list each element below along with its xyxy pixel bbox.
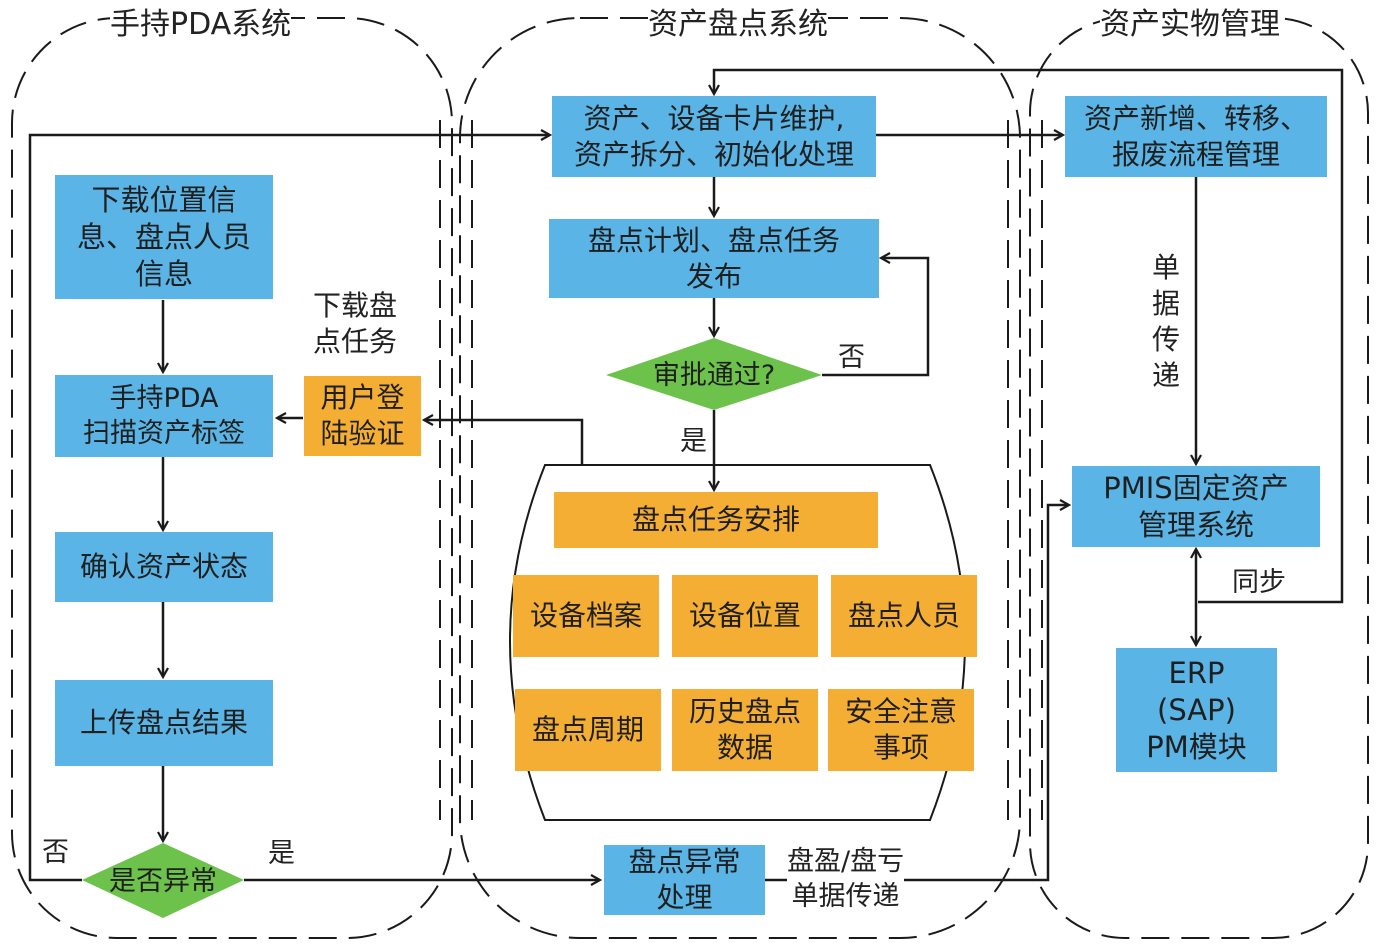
approval-question-label: 审批通过? — [652, 359, 776, 391]
section-title-physical: 资产实物管理 — [1100, 6, 1280, 44]
task-arrange-box: 盘点任务安排 — [554, 492, 878, 548]
plan-release-box: 盘点计划、盘点任务 发布 — [549, 219, 879, 298]
approval-yes-label: 是 — [680, 426, 707, 457]
section-title-inventory: 资产盘点系统 — [648, 6, 828, 44]
item-inventory-staff: 盘点人员 — [831, 575, 977, 657]
item-equipment-file: 设备档案 — [513, 575, 659, 657]
pda-scan-box: 手持PDA 扫描资产标签 — [55, 375, 273, 457]
user-login-box: 用户登 陆验证 — [304, 376, 421, 456]
abnormal-question-label: 是否异常 — [109, 865, 217, 897]
item-history-data: 历史盘点 数据 — [672, 689, 818, 771]
erp-box: ERP (SAP) PM模块 — [1116, 648, 1277, 772]
abnormal-yes-label: 是 — [268, 838, 295, 869]
physical-section-boundary — [1029, 17, 1369, 939]
download-info-box: 下载位置信 息、盘点人员 信息 — [55, 175, 273, 299]
download-task-label: 下载盘 点任务 — [313, 289, 398, 358]
item-safety-notes: 安全注意 事项 — [828, 689, 974, 771]
exception-handling-box: 盘点异常 处理 — [604, 845, 765, 915]
item-equipment-location: 设备位置 — [672, 575, 818, 657]
doc-transfer-label: 单 据 传 递 — [1152, 251, 1181, 392]
approval-no-label: 否 — [838, 342, 865, 373]
pmis-box: PMIS固定资产 管理系统 — [1072, 466, 1320, 547]
abnormal-decision-diamond — [82, 843, 244, 918]
surplus-deficit-transfer-label: 盘盈/盘亏 单据传递 — [787, 844, 905, 914]
approval-decision-diamond — [606, 338, 822, 410]
item-inventory-cycle: 盘点周期 — [515, 689, 661, 771]
abnormal-no-label: 否 — [42, 837, 69, 868]
pda-section-boundary — [11, 17, 453, 939]
sync-label: 同步 — [1232, 567, 1286, 598]
section-title-pda: 手持PDA系统 — [110, 6, 292, 44]
upload-result-box: 上传盘点结果 — [55, 680, 273, 766]
confirm-status-box: 确认资产状态 — [55, 532, 273, 602]
card-maintenance-box: 资产、设备卡片维护, 资产拆分、初始化处理 — [552, 96, 876, 177]
connectors — [28, 68, 1344, 880]
asset-flow-box: 资产新增、转移、 报废流程管理 — [1065, 96, 1327, 177]
